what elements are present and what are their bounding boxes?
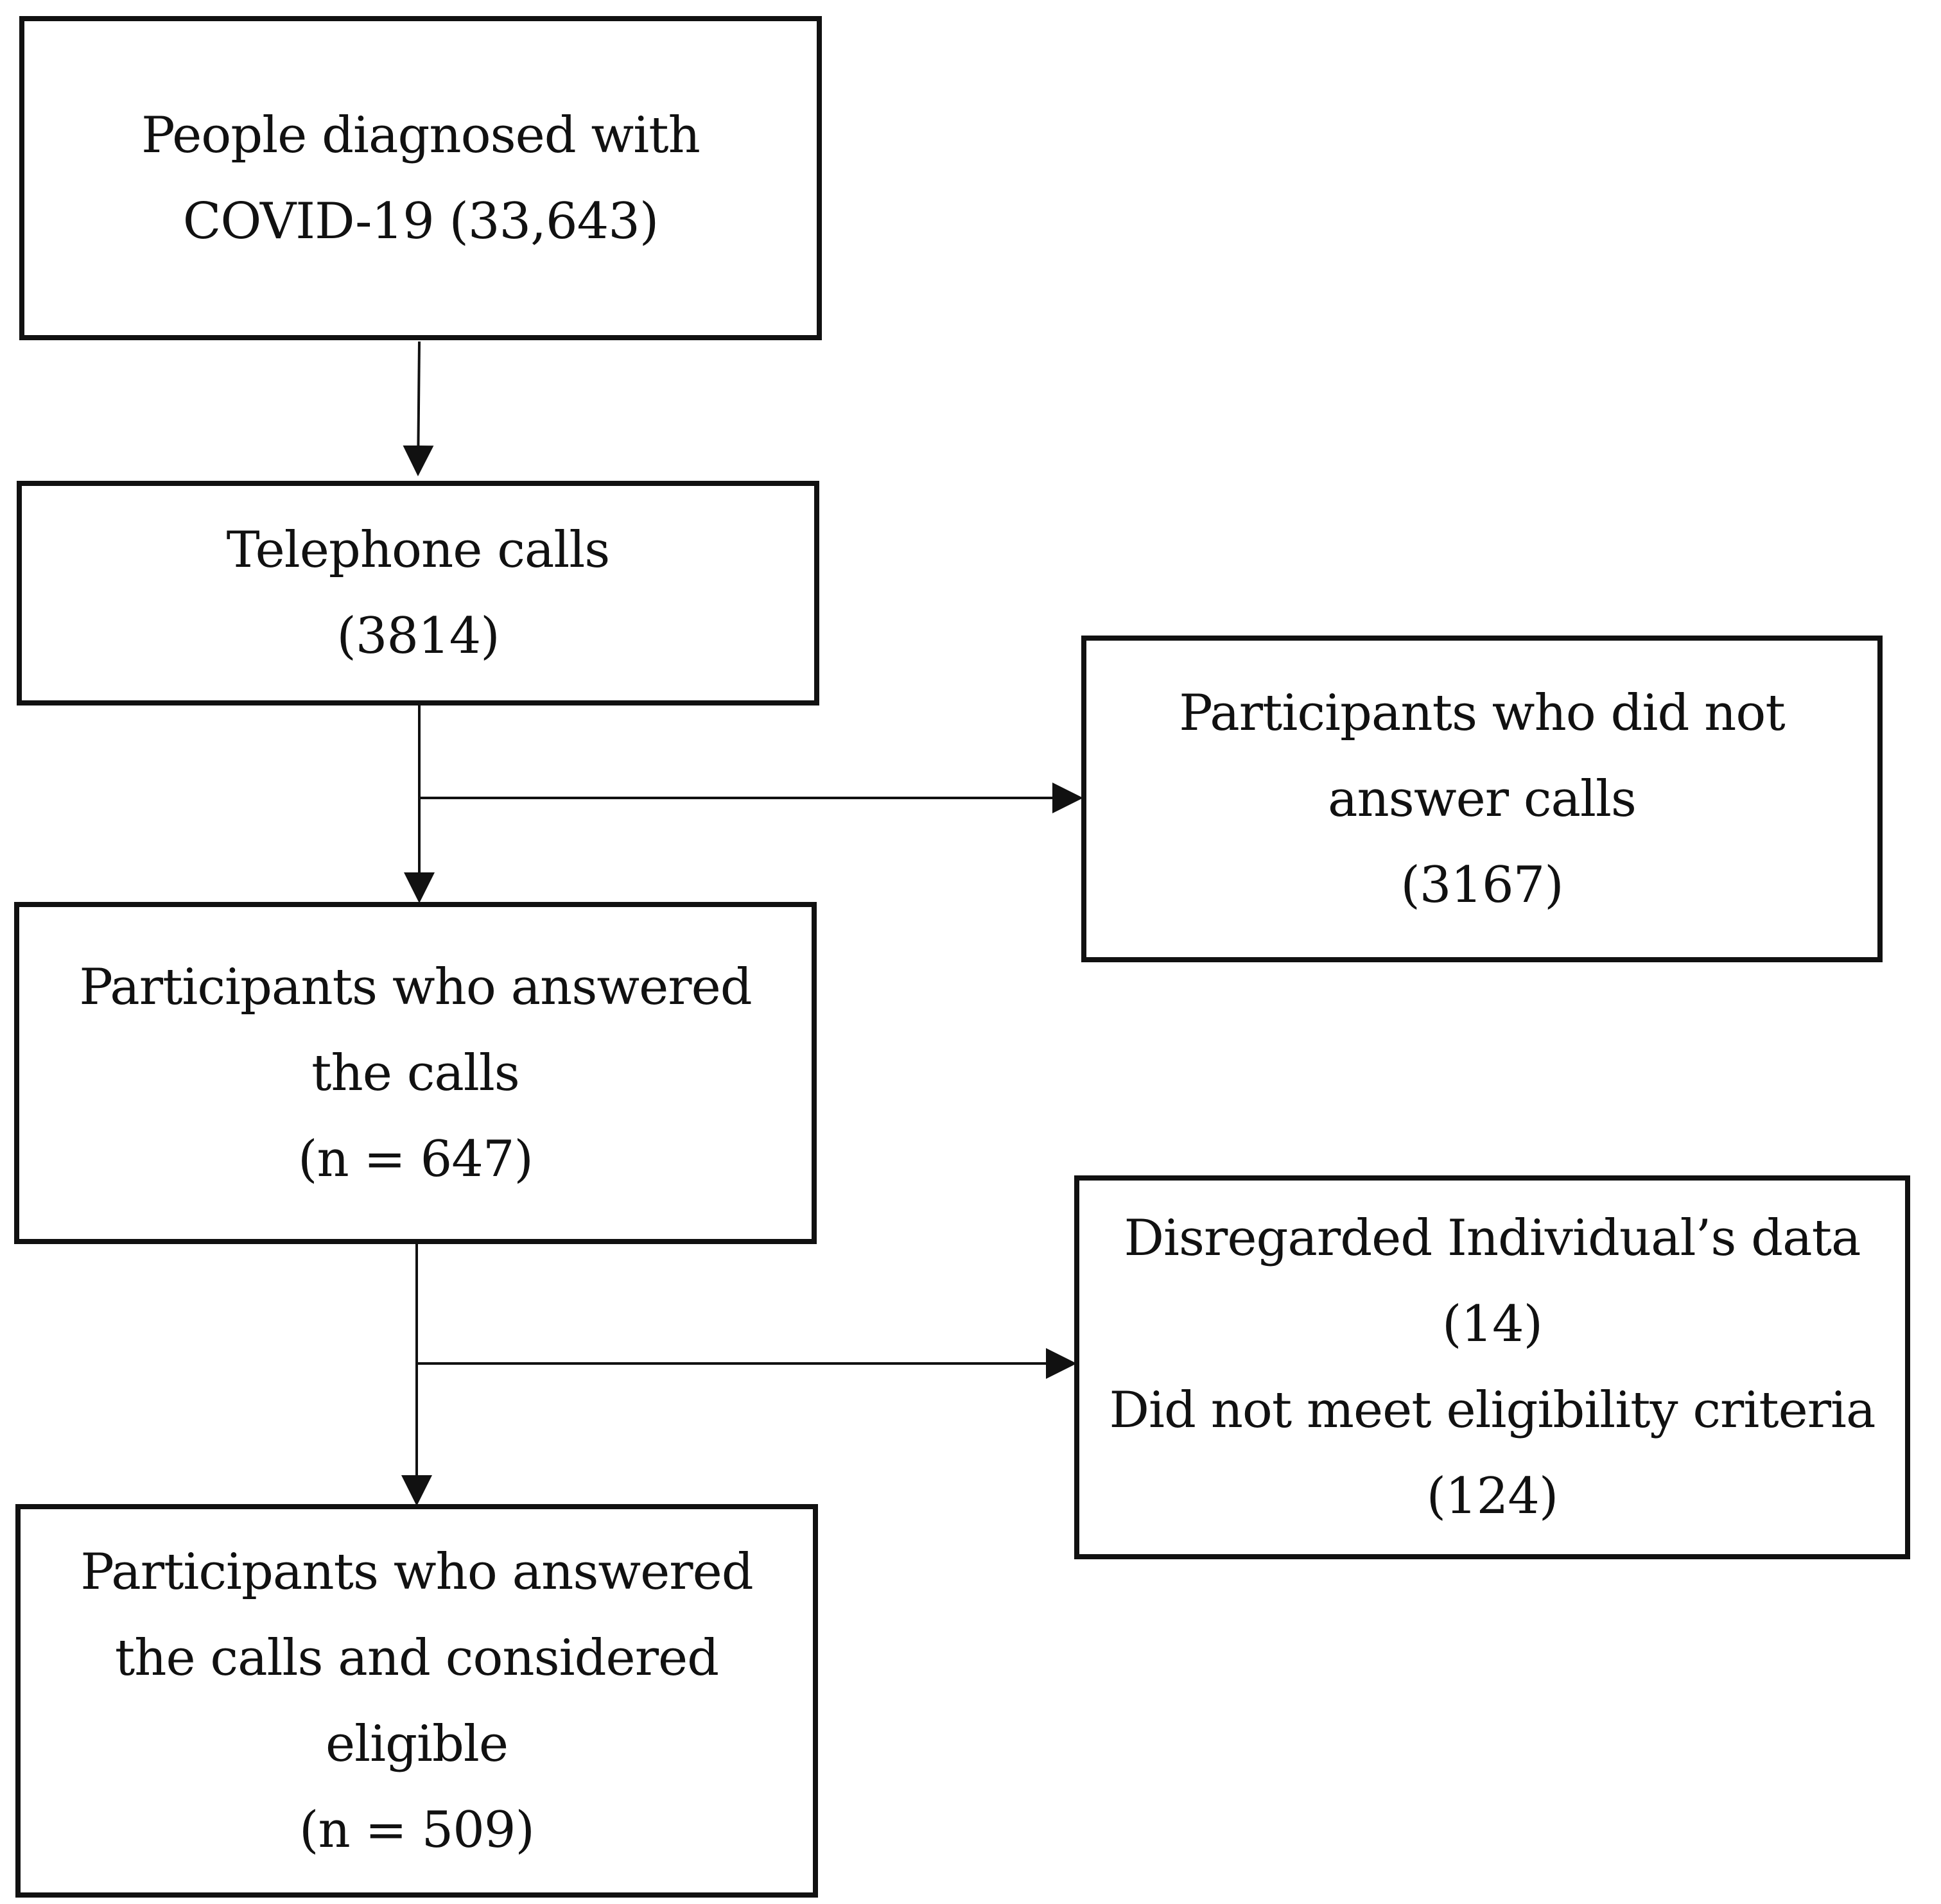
no-answer-count: (3167): [1400, 856, 1563, 914]
telephone-calls-label: Telephone calls: [226, 521, 611, 579]
answered-label-line1: Participants who answered: [79, 958, 752, 1016]
arrow-diagnosed-to-calls: [403, 341, 434, 476]
diagnosed-label-line2: COVID-19 (33,643): [182, 192, 659, 250]
answered-box: Participants who answered the calls (n =…: [14, 902, 817, 1244]
eligible-label-line1: Participants who answered: [80, 1543, 753, 1601]
answered-count: (n = 647): [298, 1130, 534, 1188]
eligible-box: Participants who answered the calls and …: [15, 1504, 818, 1898]
eligible-label-line2: the calls and considered: [114, 1629, 719, 1687]
no-answer-label-line1: Participants who did not: [1179, 684, 1785, 742]
telephone-calls-count: (3814): [336, 607, 500, 665]
diagnosed-box: People diagnosed with COVID-19 (33,643): [19, 16, 822, 340]
disregarded-count: (14): [1441, 1295, 1543, 1353]
disregarded-label: Disregarded Individual’s data: [1124, 1209, 1861, 1267]
eligible-label-line3: eligible: [326, 1715, 509, 1773]
excluded-box: Disregarded Individual’s data (14) Did n…: [1074, 1175, 1910, 1559]
ineligible-label: Did not meet eligibility criteria: [1109, 1381, 1876, 1439]
diagnosed-label-line1: People diagnosed with: [141, 106, 701, 164]
ineligible-count: (124): [1426, 1467, 1559, 1525]
no-answer-box: Participants who did not answer calls (3…: [1081, 636, 1883, 962]
telephone-calls-box: Telephone calls (3814): [17, 481, 819, 705]
answered-label-line2: the calls: [311, 1044, 520, 1102]
no-answer-label-line2: answer calls: [1328, 770, 1637, 828]
eligible-count: (n = 509): [299, 1801, 535, 1859]
